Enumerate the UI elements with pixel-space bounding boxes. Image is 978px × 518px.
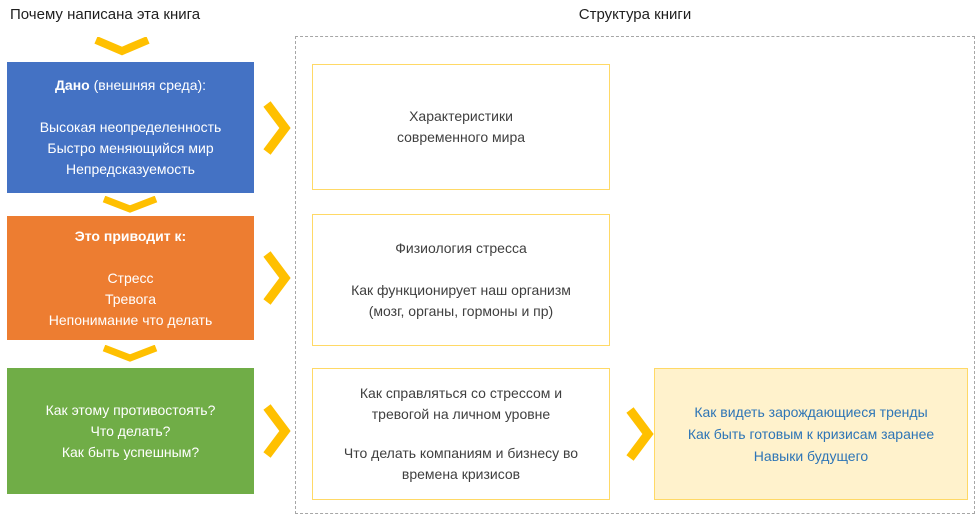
given-box: Дано (внешняя среда): Высокая неопределе…	[7, 62, 254, 193]
coping-box-paragraph: Как справляться со стрессом и тревогой н…	[359, 385, 563, 422]
coping-box: Как справляться со стрессом и тревогой н…	[312, 368, 610, 500]
leads-to-box-line: Тревога	[105, 290, 156, 307]
coping-box-paragraph: Что делать компаниям и бизнесу во времен…	[343, 445, 579, 482]
chevron-down-icon	[100, 195, 160, 214]
given-box-line: Непредсказуемость	[66, 161, 195, 177]
given-box-line: Быстро меняющийся мир	[47, 140, 214, 156]
counteract-box-line: Как этому противостоять?	[45, 401, 216, 418]
physiology-box-paragraph: Как функционирует наш организм (мозг, ор…	[351, 282, 571, 319]
right-column-title: Структура книги	[578, 6, 692, 23]
leads-to-box-line: Непонимание что делать	[48, 311, 213, 328]
chevron-down-icon	[92, 36, 152, 57]
chevron-right-icon	[263, 403, 291, 459]
counteract-box-line: Что делать?	[90, 422, 171, 439]
future-skills-line: Как видеть зарождающиеся тренды	[694, 404, 928, 420]
counteract-box-line: Как быть успешным?	[61, 443, 200, 460]
leads-to-box-line: Стресс	[107, 269, 154, 286]
left-column-title: Почему написана эта книга	[10, 6, 201, 23]
future-skills-line: Навыки будущего	[753, 448, 869, 464]
chevron-down-icon	[100, 344, 160, 363]
leads-to-box-title: Это приводит к:	[74, 227, 187, 244]
characteristics-box-line: Характеристики	[409, 108, 513, 124]
chevron-right-icon	[626, 406, 654, 462]
chevron-right-icon	[263, 100, 291, 156]
given-box-title: Дано (внешняя среда):	[13, 75, 248, 96]
future-skills-line: Как быть готовым к кризисам заранее	[687, 426, 935, 442]
characteristics-box-line: современного мира	[396, 129, 526, 145]
future-skills-box: Как видеть зарождающиеся тренды Как быть…	[654, 368, 968, 500]
given-box-title-bold: Дано	[54, 77, 90, 93]
physiology-box-paragraph: Физиология стресса	[395, 240, 527, 256]
characteristics-box: Характеристики современного мира	[312, 64, 610, 190]
given-box-title-rest: (внешняя среда):	[93, 77, 207, 93]
chevron-right-icon	[263, 250, 291, 306]
physiology-box: Физиология стресса Как функционирует наш…	[312, 214, 610, 346]
leads-to-box: Это приводит к: Стресс Тревога Непониман…	[7, 216, 254, 340]
counteract-box: Как этому противостоять? Что делать? Как…	[7, 368, 254, 494]
given-box-line: Высокая неопределенность	[39, 119, 222, 135]
